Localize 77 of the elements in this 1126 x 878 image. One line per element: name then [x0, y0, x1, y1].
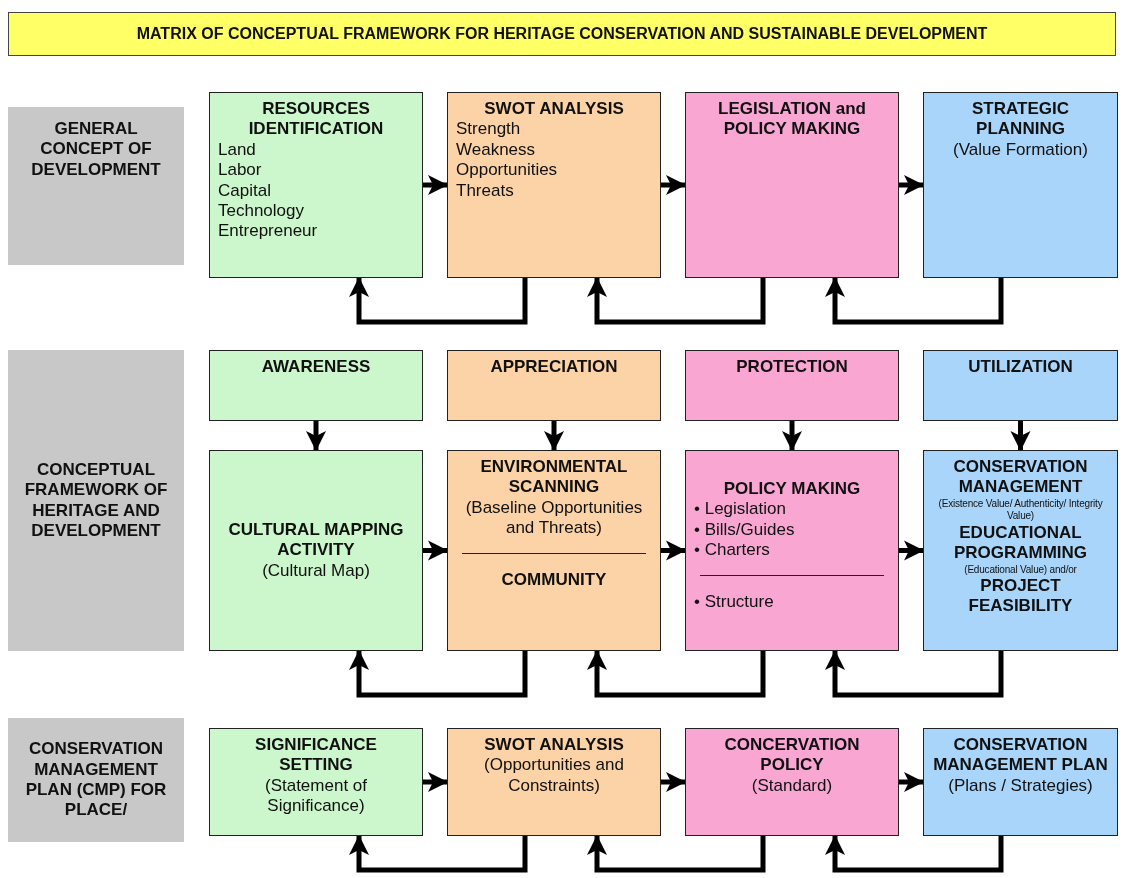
- arrow: [349, 835, 528, 873]
- arrow: [349, 277, 528, 325]
- process-box: [923, 728, 1118, 836]
- process-box: [209, 728, 423, 836]
- process-box: [209, 92, 423, 278]
- box-heading: GENERAL CONCEPT OF DEVELOPMENT: [30, 119, 162, 181]
- box-heading: APPRECIATION: [489, 357, 619, 378]
- arrow: [587, 277, 766, 325]
- box-heading: PROJECT FEASIBILITY: [967, 576, 1074, 617]
- box-text: Technology: [218, 200, 305, 222]
- arrow: [825, 835, 1004, 873]
- box-heading: EDUCATIONAL PROGRAMMING: [952, 522, 1089, 564]
- row-label-box: [8, 350, 184, 651]
- box-heading: SWOT ANALYSIS: [483, 99, 625, 120]
- box-heading: CONSERVATION MANAGEMENT PLAN (CMP) FOR PLACE/: [24, 739, 168, 821]
- box-text: Threats: [456, 180, 515, 201]
- box-heading: CULTURAL MAPPING ACTIVITY: [227, 519, 405, 561]
- box-text: (Existence Value/ Authenticity/ Integrity Value): [937, 497, 1104, 523]
- box-heading: UTILIZATION: [967, 357, 1074, 378]
- process-box: [685, 92, 899, 278]
- box-text: Entrepreneur: [218, 221, 319, 242]
- process-box: [685, 350, 899, 421]
- box-text: (Value Formation): [952, 139, 1089, 161]
- arrow: [587, 835, 766, 873]
- box-text: (Opportunities and Constraints): [483, 755, 625, 797]
- box-text: • Legislation: [694, 499, 787, 520]
- box-text: Weakness: [456, 139, 537, 161]
- box-heading: SWOT ANALYSIS: [483, 735, 625, 756]
- box-heading: POLICY MAKING: [722, 479, 862, 500]
- process-box: [209, 450, 423, 651]
- box-text: (Cultural Map): [261, 560, 371, 582]
- box-text: Strength: [456, 119, 522, 140]
- box-text: • Structure: [694, 591, 775, 612]
- arrow: [825, 650, 1004, 698]
- process-box: [447, 450, 661, 651]
- box-heading: PROTECTION: [735, 357, 849, 378]
- box-heading: CONCERVATION POLICY: [723, 735, 861, 776]
- arrow: [587, 650, 766, 698]
- box-text: • Bills/Guides: [694, 519, 796, 541]
- process-box: [923, 450, 1118, 651]
- process-box: [447, 350, 661, 421]
- box-heading: COMMUNITY: [500, 569, 608, 590]
- arrow: [782, 421, 802, 451]
- box-text: • Charters: [694, 540, 771, 561]
- box-text: Labor: [218, 160, 263, 181]
- arrow: [825, 277, 1004, 325]
- box-text: (Standard): [750, 775, 834, 797]
- box-text: Capital: [218, 180, 272, 201]
- box-heading: SIGNIFICANCE SETTING: [254, 735, 378, 776]
- arrow: [544, 421, 564, 451]
- box-text: Opportunities: [456, 160, 559, 181]
- process-box: [685, 728, 899, 836]
- process-box: [209, 350, 423, 421]
- box-heading: STRATEGIC PLANNING: [971, 99, 1070, 140]
- box-heading: CONSERVATION MANAGEMENT PLAN: [932, 735, 1109, 776]
- box-heading: ENVIRONMENTAL SCANNING: [479, 457, 629, 498]
- process-box: [685, 450, 899, 651]
- box-heading: CONSERVATION MANAGEMENT: [952, 457, 1089, 498]
- title-banner: MATRIX OF CONCEPTUAL FRAMEWORK FOR HERITAGE CONSERVATION AND SUSTAINABLE DEVELOPMENT: [8, 12, 1116, 56]
- box-heading: AWARENESS: [260, 357, 372, 378]
- process-box: [447, 728, 661, 836]
- arrow: [306, 421, 326, 451]
- process-box: [447, 92, 661, 278]
- process-box: [923, 350, 1118, 421]
- row-label-box: [8, 107, 184, 265]
- box-text: (Statement of Significance): [263, 775, 369, 817]
- box-text: (Plans / Strategies): [947, 775, 1094, 797]
- box-heading: RESOURCES IDENTIFICATION: [247, 99, 385, 140]
- box-heading: CONCEPTUAL FRAMEWORK OF HERITAGE AND DEVELOPMENT: [23, 459, 169, 542]
- arrow: [1010, 421, 1031, 451]
- box-text: (Educational Value) and/or: [963, 563, 1078, 577]
- box-heading: LEGISLATION and POLICY MAKING: [717, 99, 867, 140]
- box-text: (Baseline Opportunities and Threats): [464, 497, 644, 539]
- arrow: [349, 650, 528, 698]
- box-text: Land: [218, 139, 257, 161]
- process-box: [923, 92, 1118, 278]
- row-label-box: [8, 718, 184, 842]
